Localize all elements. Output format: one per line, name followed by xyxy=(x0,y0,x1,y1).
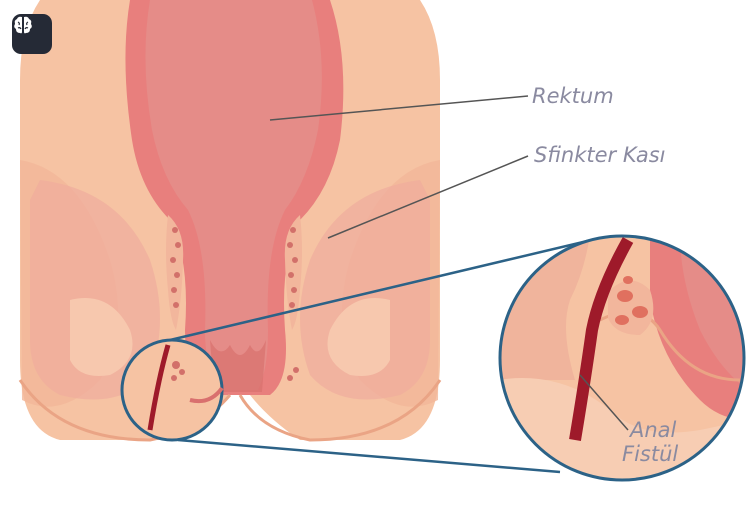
app-badge[interactable] xyxy=(12,14,52,54)
rectum-lumen xyxy=(145,0,322,390)
magnified-fistula-tract xyxy=(569,237,634,441)
label-sfinkter: Sfinkter Kası xyxy=(534,143,666,167)
label-anal: Anal xyxy=(630,418,677,442)
magnified-gland-cluster xyxy=(608,276,654,335)
brain-icon xyxy=(14,16,32,34)
small-wall-curve xyxy=(189,386,224,404)
zoom-line-bottom xyxy=(177,438,561,474)
magnified-ring xyxy=(498,234,746,482)
label-fistul: Fistül xyxy=(622,442,679,466)
anal-folds xyxy=(210,340,266,392)
zoom-line-top xyxy=(169,236,601,342)
fistul-leader xyxy=(579,374,629,431)
sfinkter-leader xyxy=(327,155,529,239)
right-glands xyxy=(284,215,302,381)
right-muscle-inner xyxy=(327,298,390,376)
zoom-source-circle xyxy=(120,338,224,442)
label-rektum: Rektum xyxy=(532,84,614,108)
small-gland-cluster xyxy=(171,361,185,381)
small-fistula-tract xyxy=(147,344,171,431)
rektum-leader xyxy=(269,95,529,121)
left-muscle-inner xyxy=(70,298,133,376)
